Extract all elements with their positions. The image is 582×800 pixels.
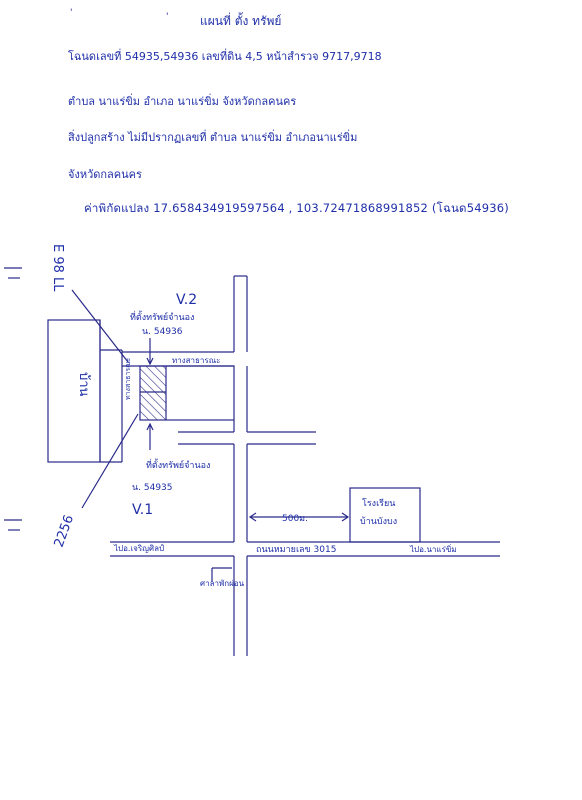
distance-label: 500ม. <box>282 514 308 524</box>
plot-54936-line2: น. 54936 <box>142 327 183 337</box>
plot-54935-line2: น. 54935 <box>132 483 173 493</box>
label-v1: V.1 <box>132 502 153 518</box>
bus-stop-label: ศาลาพักผ่อน <box>200 579 245 588</box>
school-label-line1: โรงเรียน <box>362 498 395 509</box>
pointer-arrow-head <box>146 357 154 366</box>
leader-line <box>71 289 129 363</box>
subject-plot-hatch <box>140 366 166 420</box>
location-line: ตำบล นาแร่ขิ่ม อำเภอ นาแร่ขิ่ม จังหวัดกล… <box>68 95 297 108</box>
left-path-label: ทางสาธารณะ <box>124 357 132 400</box>
plot-54936-line1: ที่ตั้งทรัพย์จำนอง <box>130 310 194 323</box>
public-way-label: ทางสาธารณะ <box>172 356 220 365</box>
plot-54935-line1: ที่ตั้งทรัพย์จำนอง <box>146 458 210 471</box>
house-block <box>47 319 101 463</box>
building-line: สิ่งปลูกสร้าง ไม่มีปรากฏเลขที่ ตำบล นาแร… <box>68 131 358 144</box>
house-label: บ้าน <box>76 372 91 397</box>
label-v2: V.2 <box>176 292 197 308</box>
school-label-line2: บ้านบังบง <box>360 516 397 527</box>
leader-line <box>81 413 139 509</box>
deed-line: โฉนดเลขที่ 54935,54936 เลขที่ดิน 4,5 หน้… <box>68 50 382 63</box>
to-left-label: ไปอ.เจริญศิลป์ <box>113 543 164 553</box>
distance-arrow-head <box>248 512 257 522</box>
to-right-label: ไปอ.นาแร่ขิ่ม <box>409 543 457 554</box>
side-note-bottom: 2256 <box>52 513 77 549</box>
province-line: จังหวัดกลคนคร <box>68 168 142 181</box>
pointer-arrow-head <box>146 422 154 431</box>
side-note-top: E 98 LL <box>50 244 65 292</box>
tick-mark: ' <box>70 8 73 18</box>
tick-mark: ' <box>166 12 169 22</box>
main-road-label: ถนนหมายเลข 3015 <box>256 545 336 555</box>
coordinate-line: ค่าพิกัดแปลง 17.658434919597564 , 103.72… <box>84 201 509 215</box>
map-title: แผนที่ ตั้ง ทรัพย์ <box>200 14 282 28</box>
school-box <box>349 487 421 543</box>
distance-arrow-head <box>341 512 350 522</box>
